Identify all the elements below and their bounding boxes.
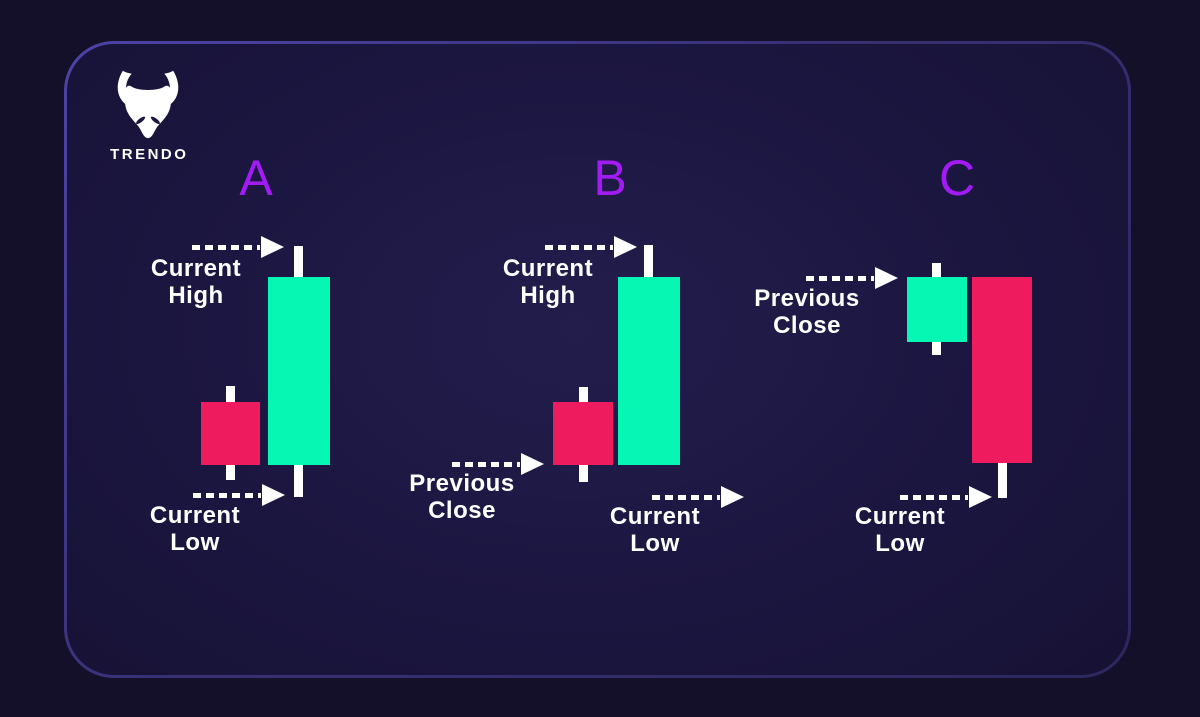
panel-a-previous-candle-upper-wick (226, 386, 235, 403)
label-line: Current (149, 502, 241, 529)
panel-c-current-candle-body (972, 277, 1032, 463)
arrow-head (261, 236, 284, 258)
panel-a-previous-candle-body (201, 402, 260, 465)
dashed-arrow-icon (193, 484, 285, 506)
arrow-head (721, 486, 744, 508)
panel-b-previous-candle-body (553, 402, 613, 465)
panel-a-current-candle-upper-wick (294, 246, 303, 278)
panel-b-current-candle-body (618, 277, 680, 465)
panel-c-previous-close-label: Previous Close (722, 285, 892, 339)
panel-b-previous-close-label: Previous Close (377, 470, 547, 524)
label-line: High (168, 282, 224, 309)
dashed-arrow-icon (652, 486, 744, 508)
brand-logo: TRENDO (98, 70, 198, 163)
arrow-dashes (652, 494, 720, 500)
panel-a-current-low-label: Current Low (110, 502, 280, 556)
panel-a-current-candle-body (268, 277, 330, 465)
arrow-dashes (452, 461, 520, 467)
panel-c-current-low-label: Current Low (815, 503, 985, 557)
panel-b-current-candle-upper-wick (644, 245, 653, 277)
panel-c-previous-candle-upper-wick (932, 263, 941, 277)
label-line: Current (150, 255, 242, 282)
arrow-head (262, 484, 285, 506)
rounded-frame-border (64, 41, 1131, 678)
dashed-arrow-icon (452, 453, 544, 475)
panel-a-current-high-label: Current High (111, 255, 281, 309)
arrow-dashes (806, 275, 874, 281)
brand-name: TRENDO (110, 146, 189, 163)
label-line: Low (875, 530, 925, 557)
label-line: Current (609, 503, 701, 530)
label-line: Low (170, 529, 220, 556)
arrow-dashes (900, 494, 968, 500)
panel-a-letter: A (239, 150, 273, 206)
panel-c-current-candle-lower-wick (998, 463, 1007, 498)
label-line: Low (630, 530, 680, 557)
dashed-arrow-icon (900, 486, 992, 508)
panel-c-previous-candle-lower-wick (932, 342, 941, 355)
label-line: Previous (409, 470, 515, 497)
dashed-arrow-icon (192, 236, 284, 258)
arrow-head (521, 453, 544, 475)
label-line: Current (854, 503, 946, 530)
label-line: Close (773, 312, 841, 339)
panel-c-previous-candle-body (907, 277, 967, 342)
label-line: Current (502, 255, 594, 282)
panel-a-current-candle-lower-wick (294, 465, 303, 497)
panel-a-previous-candle-lower-wick (226, 465, 235, 480)
panel-b-previous-candle-lower-wick (579, 465, 588, 482)
arrow-head (875, 267, 898, 289)
arrow-dashes (545, 244, 613, 250)
panel-b-previous-candle-upper-wick (579, 387, 588, 402)
label-line: High (520, 282, 576, 309)
dashed-arrow-icon (545, 236, 637, 258)
bull-icon (117, 70, 179, 139)
dashed-arrow-icon (806, 267, 898, 289)
label-line: Previous (754, 285, 860, 312)
panel-b-current-low-label: Current Low (570, 503, 740, 557)
panel-c-letter: C (938, 150, 976, 206)
panel-b-letter: B (593, 150, 627, 206)
arrow-dashes (193, 492, 261, 498)
arrow-head (614, 236, 637, 258)
arrow-head (969, 486, 992, 508)
label-line: Close (428, 497, 496, 524)
arrow-dashes (192, 244, 260, 250)
frame-background (67, 44, 1128, 675)
panel-b-current-high-label: Current High (463, 255, 633, 309)
